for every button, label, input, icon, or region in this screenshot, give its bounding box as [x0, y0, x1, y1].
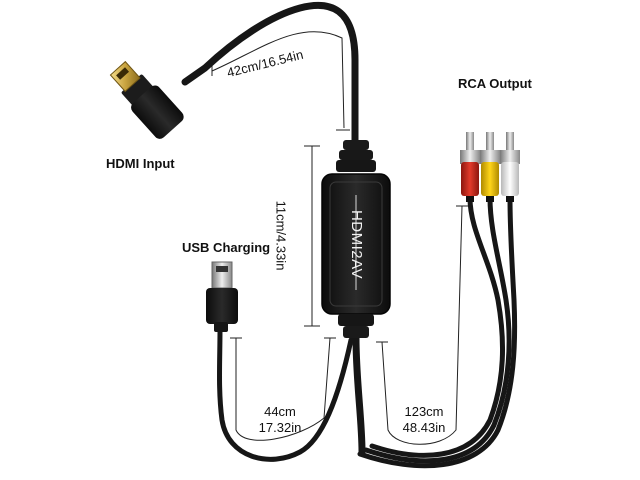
hdmi-cable — [181, 1, 359, 146]
rca-white-plug — [500, 132, 520, 202]
rca-yellow-plug — [480, 132, 500, 202]
device-name-label: HDMI2AV — [348, 209, 366, 280]
rca-white-cable — [357, 195, 518, 469]
usb-cable-length-cm: 44cm — [264, 404, 296, 419]
box-lower-cable — [352, 334, 366, 456]
rca-red-cable — [369, 195, 506, 458]
rca-cable-length-cm: 123cm — [404, 404, 444, 419]
dimension-lines — [211, 31, 468, 445]
rca-output-label: RCA Output — [458, 76, 532, 91]
rca-cable-length-in: 48.43in — [402, 420, 446, 435]
hdmi-plug — [109, 60, 184, 139]
rca-red-plug — [460, 132, 480, 202]
rca-dimension-line — [381, 205, 463, 445]
usb-cable-length-in: 17.32in — [258, 420, 302, 435]
usb-plug — [206, 261, 238, 332]
hdmi-dimension-line — [211, 31, 345, 129]
usb-cable — [217, 327, 354, 462]
box-length: 11cm/4.33in — [273, 200, 289, 271]
usb-charging-label: USB Charging — [182, 240, 271, 255]
rca-yellow-cable — [363, 195, 512, 464]
cables — [181, 1, 518, 469]
hdmi-input-label: HDMI Input — [106, 156, 175, 171]
usb-dimension-line — [235, 337, 331, 441]
converter-box — [321, 140, 391, 338]
